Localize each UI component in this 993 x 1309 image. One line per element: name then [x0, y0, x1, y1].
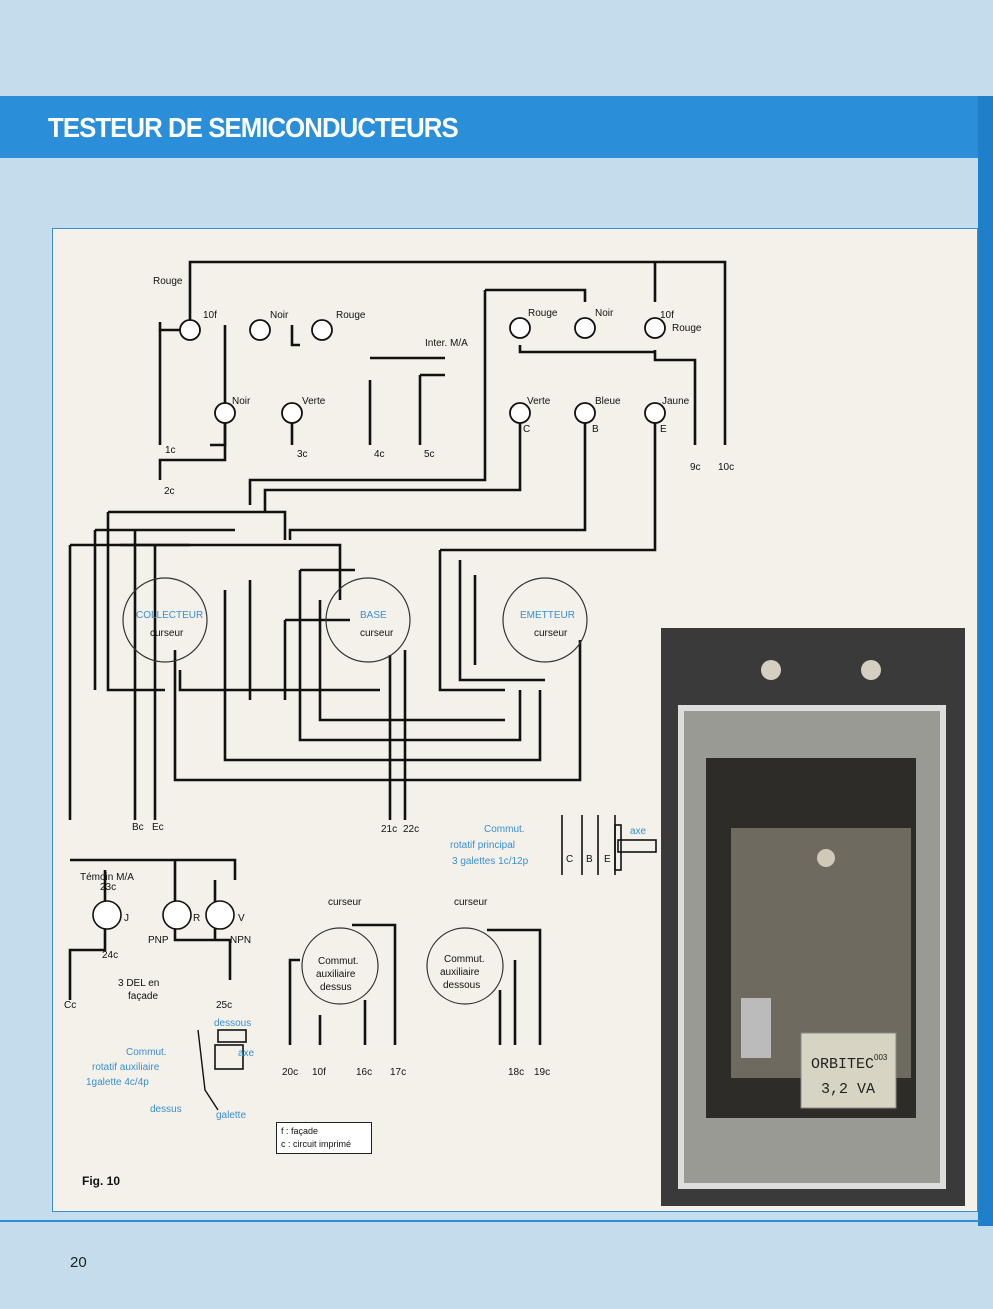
photo-label-2: 3,2 VA	[821, 1081, 875, 1098]
commut-main-3: 3 galettes 1c/12p	[452, 856, 529, 867]
label-noir-2: Noir	[232, 396, 251, 407]
conn-1c: 1c	[165, 445, 176, 456]
label-10f-right: 10f	[660, 310, 674, 321]
commut-aux-2: rotatif auxiliaire	[92, 1062, 160, 1073]
wafer-collecteur: COLLECTEUR	[136, 610, 203, 621]
conn-bc: Bc	[132, 822, 144, 833]
legend-box: f : façade c : circuit imprimé	[276, 1122, 372, 1154]
commut-main-b: B	[586, 854, 593, 865]
circuit-photo: ORBITEC 003 3,2 VA	[661, 628, 965, 1206]
conn-3c: 3c	[297, 449, 308, 460]
conn-20c: 20c	[282, 1067, 298, 1078]
curseur-3: curseur	[534, 628, 568, 639]
photo-drawing: ORBITEC 003 3,2 VA	[661, 628, 965, 1206]
led-j: J	[124, 913, 129, 924]
photo-label-num: 003	[874, 1053, 888, 1062]
curseur-aux-bot: curseur	[454, 897, 488, 908]
conn-24c: 24c	[102, 950, 118, 961]
led-caption-2: façade	[128, 991, 158, 1002]
label-verte: Verte	[527, 396, 551, 407]
conn-17c: 17c	[390, 1067, 406, 1078]
aux-bot-3: dessous	[443, 980, 480, 991]
aux-top-1: Commut.	[318, 956, 359, 967]
commut-aux-dessus: dessus	[150, 1104, 182, 1115]
aux-top-2: auxiliaire	[316, 969, 356, 980]
aux-top-3: dessus	[320, 982, 352, 993]
commut-aux-galette: galette	[216, 1110, 246, 1121]
conn-19c: 19c	[534, 1067, 550, 1078]
photo-label-1: ORBITEC	[811, 1056, 874, 1073]
commut-main-axe: axe	[630, 826, 647, 837]
conn-22c: 22c	[403, 824, 419, 835]
header-bar	[0, 96, 980, 158]
commut-aux-axe: axe	[238, 1048, 255, 1059]
label-verte-1: Verte	[302, 396, 326, 407]
curseur-aux-top: curseur	[328, 897, 362, 908]
led-caption-1: 3 DEL en	[118, 978, 159, 989]
led-r: R	[193, 913, 200, 924]
legend-line-2: c : circuit imprimé	[281, 1139, 352, 1149]
right-edge-strip	[978, 96, 993, 1226]
conn-18c: 18c	[508, 1067, 524, 1078]
conn-4c: 4c	[374, 449, 385, 460]
conn-9c: 9c	[690, 462, 701, 473]
commut-aux-dessous: dessous	[214, 1018, 251, 1029]
curseur-2: curseur	[360, 628, 394, 639]
figure-label: Fig. 10	[82, 1174, 121, 1188]
label-jaune: Jaune	[662, 396, 690, 407]
curseur-1: curseur	[150, 628, 184, 639]
conn-5c: 5c	[424, 449, 435, 460]
conn-16c: 16c	[356, 1067, 372, 1078]
label-10f-left: 10f	[203, 310, 217, 321]
conn-ec: Ec	[152, 822, 164, 833]
conn-10c: 10c	[718, 462, 734, 473]
conn-21c: 21c	[381, 824, 397, 835]
label-b: B	[592, 424, 599, 435]
label-rouge-1: Rouge	[336, 310, 366, 321]
conn-25c: 25c	[216, 1000, 232, 1011]
label-noir-r: Noir	[595, 308, 614, 319]
led-temoin: Témoin M/A	[80, 872, 134, 883]
wafer-emetteur: EMETTEUR	[520, 610, 575, 621]
label-e: E	[660, 424, 667, 435]
page-number: 20	[70, 1254, 87, 1271]
led-npn: NPN	[230, 935, 251, 946]
commut-main-e: E	[604, 854, 611, 865]
label-rouge-left: Rouge	[153, 276, 183, 287]
aux-bot-2: auxiliaire	[440, 967, 480, 978]
conn-23c: 23c	[100, 882, 116, 893]
label-rouge-r: Rouge	[528, 308, 558, 319]
commut-main-c: C	[566, 854, 573, 865]
conn-cc: Cc	[64, 1000, 76, 1011]
label-noir-1: Noir	[270, 310, 289, 321]
aux-bot-1: Commut.	[444, 954, 485, 965]
commut-aux-3: 1galette 4c/4p	[86, 1077, 149, 1088]
led-pnp: PNP	[148, 935, 169, 946]
conn-10f: 10f	[312, 1067, 326, 1078]
commut-main-2: rotatif principal	[450, 840, 515, 851]
legend-line-1: f : façade	[281, 1126, 319, 1136]
label-rouge-right: Rouge	[672, 323, 702, 334]
commut-aux-1: Commut.	[126, 1047, 167, 1058]
commut-main-1: Commut.	[484, 824, 525, 835]
label-c: C	[523, 424, 530, 435]
page-title: TESTEUR DE SEMICONDUCTEURS	[48, 112, 459, 143]
led-v: V	[238, 913, 245, 924]
footer-rule	[0, 1220, 980, 1222]
conn-2c: 2c	[164, 486, 175, 497]
label-bleue: Bleue	[595, 396, 621, 407]
label-inter: Inter. M/A	[425, 338, 468, 349]
wafer-base: BASE	[360, 610, 387, 621]
